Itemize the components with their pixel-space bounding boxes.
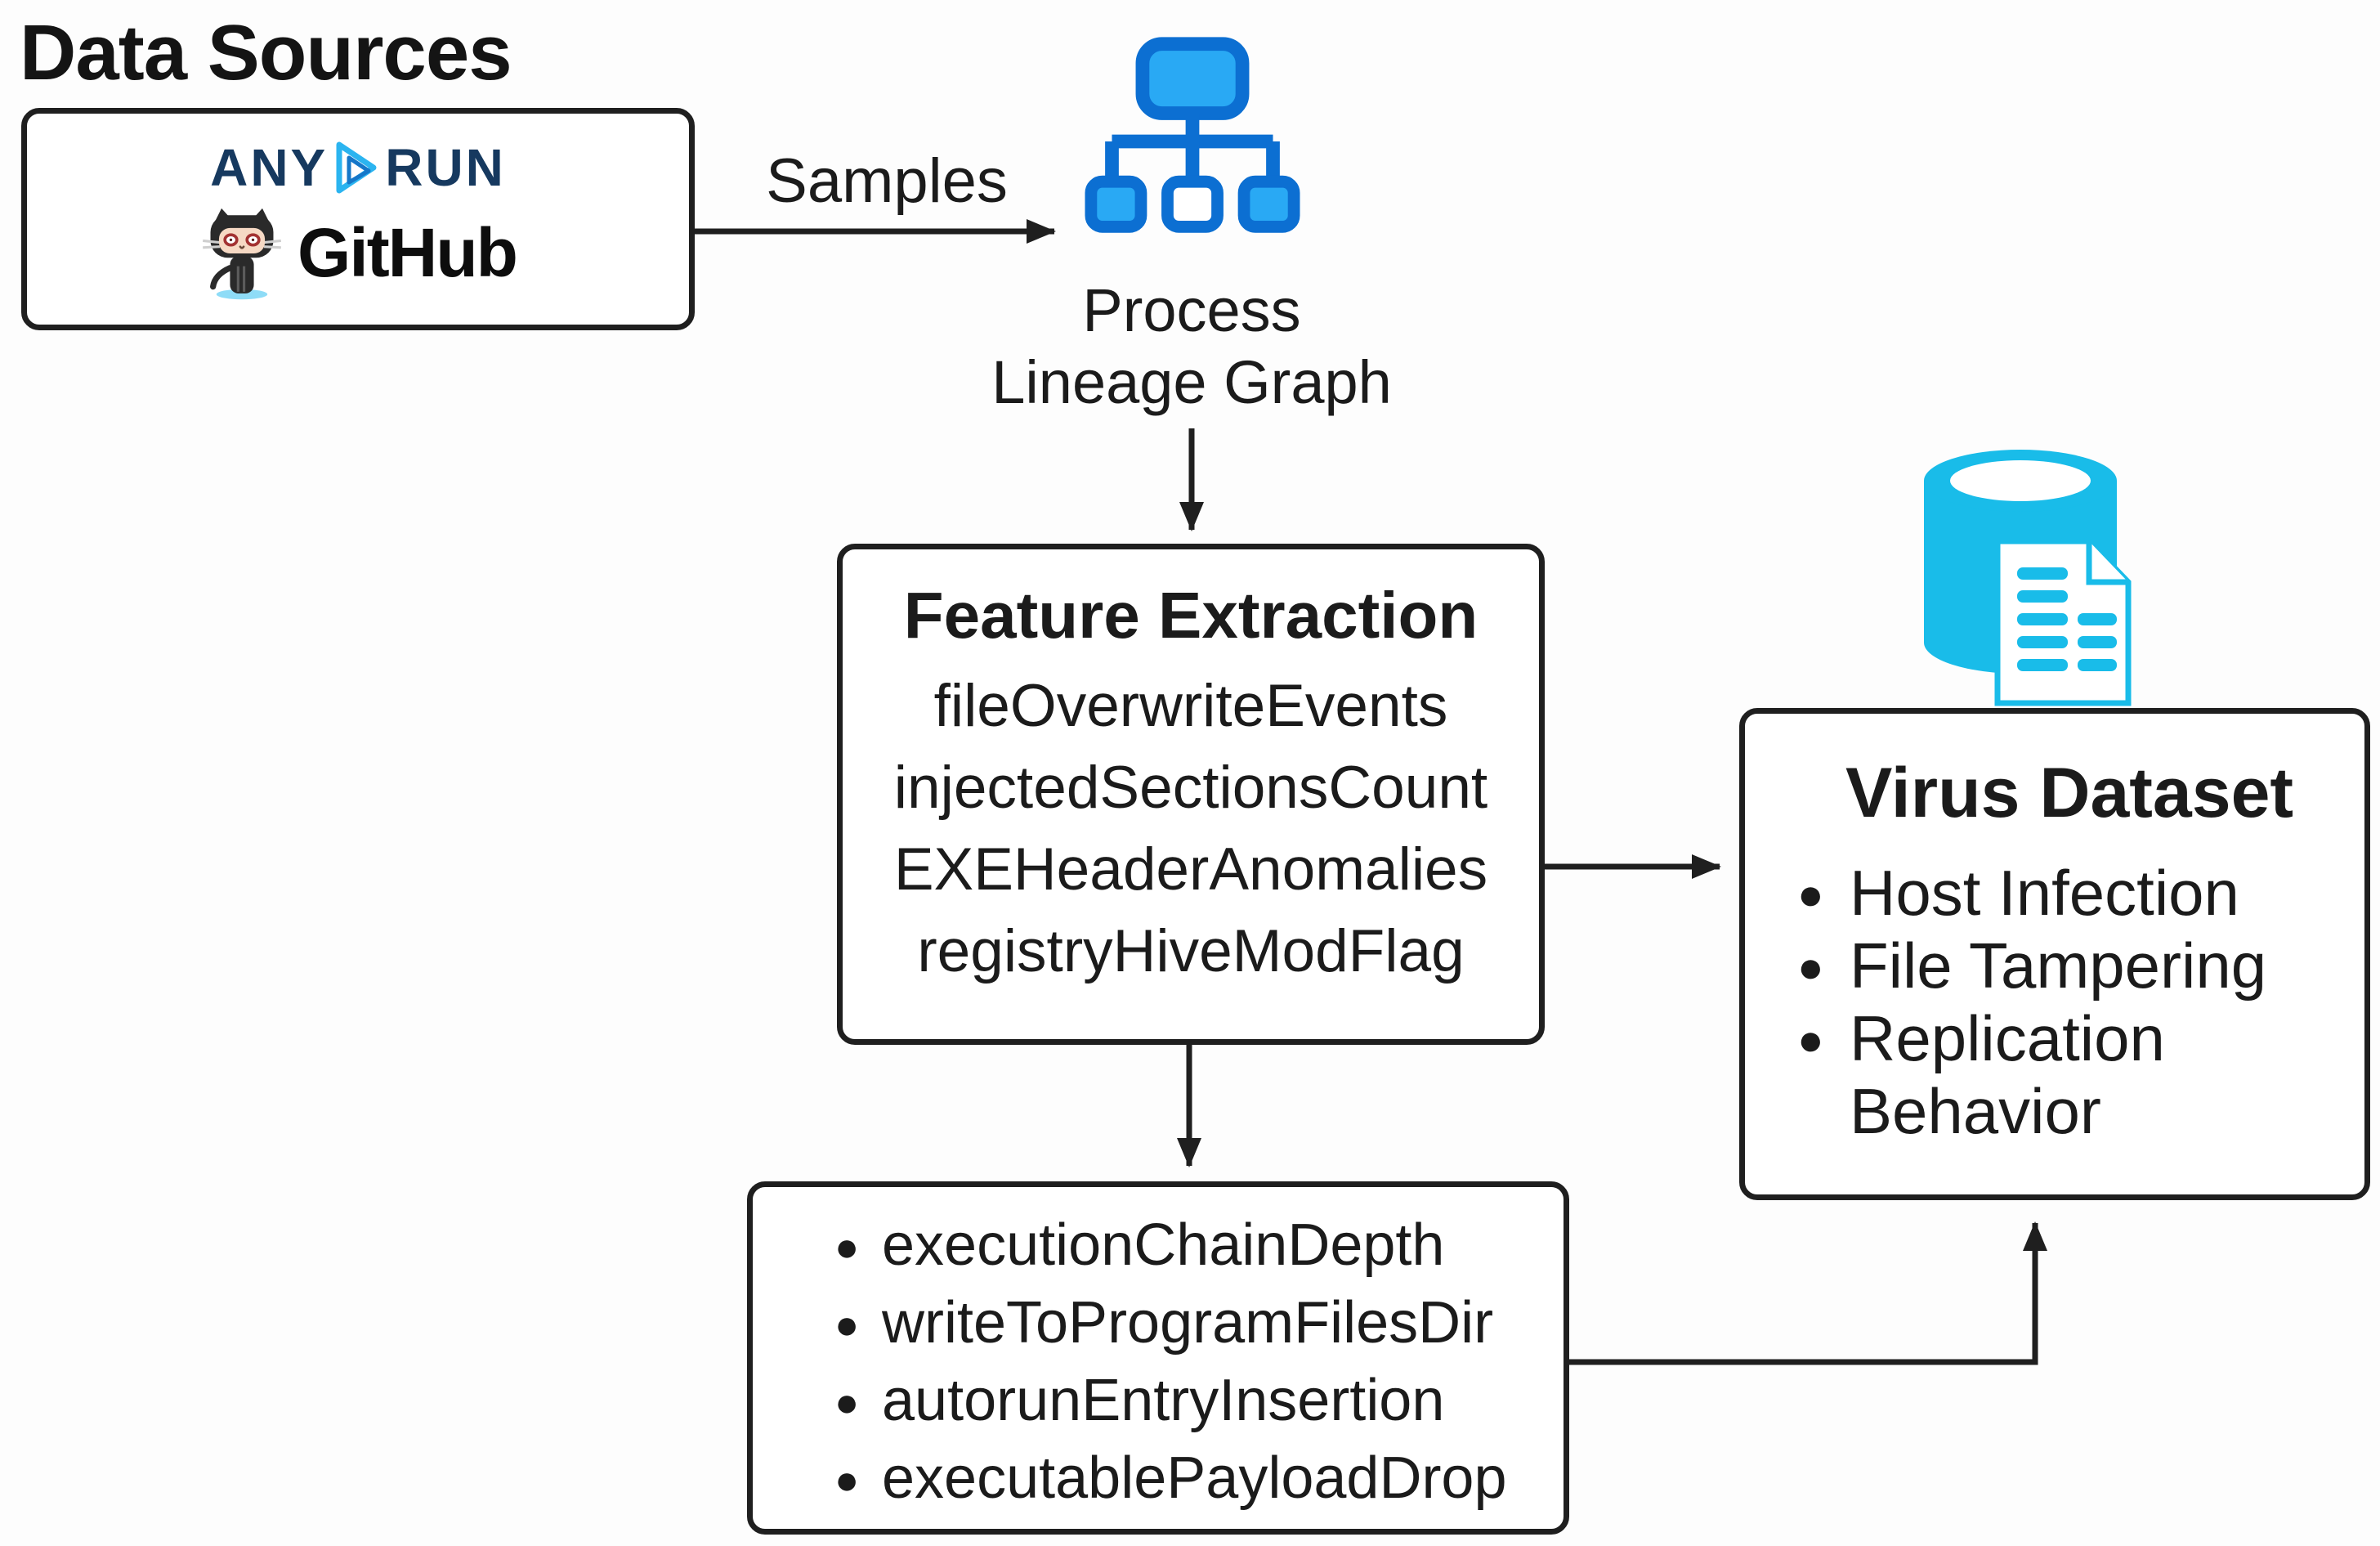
derived-feature-item: ● executionChainDepth xyxy=(834,1207,1547,1284)
process-lineage-graph-icon xyxy=(1085,36,1300,240)
derived-feature-item: ● autorunEntryInsertion xyxy=(834,1362,1547,1440)
feature-extraction-box: Feature Extraction fileOverwriteEvents i… xyxy=(837,544,1545,1045)
derived-features-box: ● executionChainDepth ● writeToProgramFi… xyxy=(747,1181,1569,1535)
process-lineage-label-line1: Process xyxy=(1082,276,1301,344)
samples-arrow-label: Samples xyxy=(766,146,1008,216)
feature-item: injectedSectionsCount xyxy=(893,755,1488,821)
bullet-icon: ● xyxy=(834,1224,860,1270)
derived-to-dataset-arrow xyxy=(1569,1221,2047,1365)
anyrun-any-label: ANY xyxy=(210,138,329,197)
virus-dataset-title: Virus Dataset xyxy=(1845,754,2294,832)
bullet-icon: ● xyxy=(834,1302,860,1347)
derived-feature-item: ● executablePayloadDrop xyxy=(834,1440,1547,1517)
feature-item: fileOverwriteEvents xyxy=(933,673,1448,739)
process-lineage-label: Process Lineage Graph xyxy=(946,275,1437,419)
bullet-icon: ● xyxy=(1797,1015,1824,1064)
virus-dataset-item: ● File Tampering xyxy=(1797,930,2342,1002)
data-sources-box: ANY RUN xyxy=(21,108,695,330)
feature-item: registryHiveModFlag xyxy=(917,918,1465,984)
bullet-icon: ● xyxy=(834,1379,860,1425)
feature-extraction-title: Feature Extraction xyxy=(903,579,1479,652)
virus-dataset-box: Virus Dataset ● Host Infection ● File Ta… xyxy=(1739,708,2370,1200)
process-lineage-label-line2: Lineage Graph xyxy=(991,348,1392,416)
derived-feature-item: ● writeToProgramFilesDir xyxy=(834,1284,1547,1362)
virus-dataset-item: ● Replication Behavior xyxy=(1797,1002,2342,1148)
derived-feature-label: executablePayloadDrop xyxy=(882,1445,1507,1511)
derived-feature-label: autorunEntryInsertion xyxy=(882,1368,1445,1433)
derived-feature-label: writeToProgramFilesDir xyxy=(882,1290,1494,1356)
data-sources-heading: Data Sources xyxy=(20,9,512,96)
github-label: GitHub xyxy=(298,213,518,291)
virus-dataset-item-label: Replication Behavior xyxy=(1850,1002,2165,1147)
bullet-icon: ● xyxy=(1797,943,1824,992)
derived-feature-label: executionChainDepth xyxy=(882,1212,1445,1278)
bullet-icon: ● xyxy=(834,1457,860,1503)
bullet-icon: ● xyxy=(1797,870,1824,919)
anyrun-run-label: RUN xyxy=(385,138,506,197)
feature-item: EXEHeaderAnomalies xyxy=(893,836,1488,903)
anyrun-play-icon xyxy=(331,138,382,197)
github-logo: GitHub xyxy=(199,204,518,301)
anyrun-logo: ANY RUN xyxy=(210,137,506,198)
virus-dataset-item-label: Host Infection xyxy=(1850,857,2239,929)
virus-dataset-item: ● Host Infection xyxy=(1797,857,2342,930)
github-octocat-icon xyxy=(199,204,284,301)
virus-dataset-database-icon xyxy=(1919,446,2135,706)
virus-dataset-item-label: File Tampering xyxy=(1850,930,2267,1002)
